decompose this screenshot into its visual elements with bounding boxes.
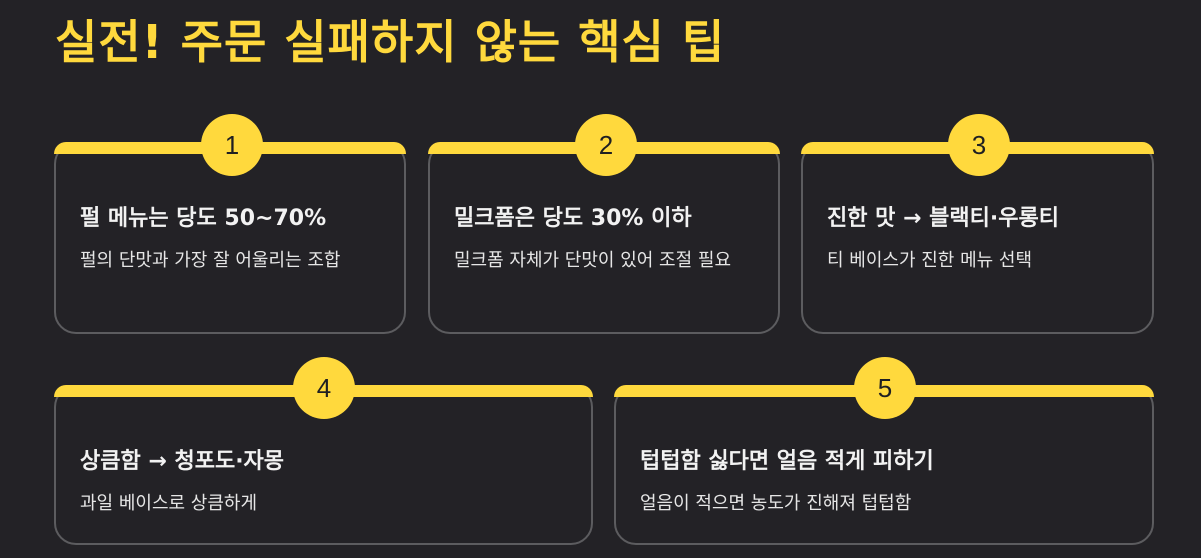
tip-card-2: 2 밀크폼은 당도 30% 이하 밀크폼 자체가 단맛이 있어 조절 필요 [428, 114, 780, 334]
tip-description: 펄의 단맛과 가장 잘 어울리는 조합 [80, 250, 341, 271]
tip-description: 티 베이스가 진한 메뉴 선택 [827, 250, 1033, 271]
tip-heading: 펄 메뉴는 당도 50~70% [80, 206, 327, 231]
tip-card-4: 4 상큼함 → 청포도·자몽 과일 베이스로 상큼하게 [54, 357, 593, 545]
tip-heading: 진한 맛 → 블랙티·우롱티 [827, 206, 1059, 231]
tip-number-badge: 4 [293, 357, 355, 419]
tip-card-5: 5 텁텁함 싫다면 얼음 적게 피하기 얼음이 적으면 농도가 진해져 텁텁함 [614, 357, 1154, 545]
tip-number-badge: 3 [948, 114, 1010, 176]
tip-description: 밀크폼 자체가 단맛이 있어 조절 필요 [454, 250, 732, 271]
tip-number-badge: 5 [854, 357, 916, 419]
tip-heading: 텁텁함 싫다면 얼음 적게 피하기 [640, 449, 934, 474]
tip-number-badge: 2 [575, 114, 637, 176]
tip-heading: 밀크폼은 당도 30% 이하 [454, 206, 692, 231]
tip-card-3: 3 진한 맛 → 블랙티·우롱티 티 베이스가 진한 메뉴 선택 [801, 114, 1154, 334]
tip-card-1: 1 펄 메뉴는 당도 50~70% 펄의 단맛과 가장 잘 어울리는 조합 [54, 114, 406, 334]
tip-description: 과일 베이스로 상큼하게 [80, 493, 258, 514]
tip-heading: 상큼함 → 청포도·자몽 [80, 449, 285, 474]
tip-description: 얼음이 적으면 농도가 진해져 텁텁함 [640, 493, 912, 514]
tip-number-badge: 1 [201, 114, 263, 176]
page-title: 실전! 주문 실패하지 않는 핵심 팁 [55, 15, 726, 69]
